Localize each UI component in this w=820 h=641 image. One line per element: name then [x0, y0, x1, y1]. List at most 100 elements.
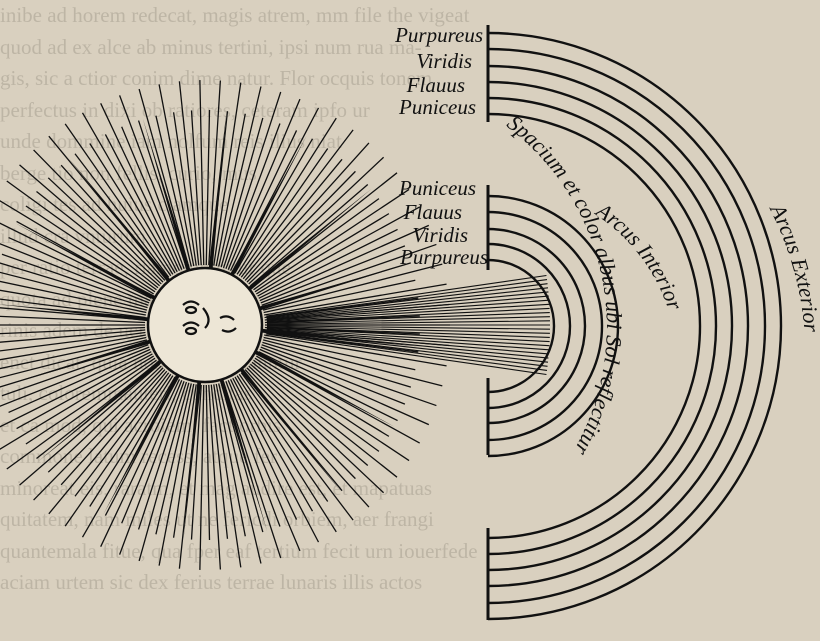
sun-ray [138, 88, 190, 268]
sun-ray [266, 316, 550, 325]
sun-ray [74, 153, 170, 278]
sun-spike [0, 304, 150, 322]
sun-ray [100, 379, 181, 547]
sun-ray [260, 245, 406, 304]
inner-color-label: Puniceus [398, 176, 476, 200]
sun-ray [74, 372, 170, 497]
inner-rainbow-arcs [487, 194, 620, 458]
sun-ray [240, 372, 354, 521]
outer-bow-color-labels: Purpureus Viridis Flauus Puniceus [394, 23, 483, 119]
sun-ray [238, 148, 329, 277]
sun-ray [89, 143, 174, 275]
sun-spike [229, 135, 307, 277]
sun-spike [219, 378, 268, 531]
inner-arc-band [487, 258, 556, 394]
sun-ray [190, 384, 202, 540]
sun-ray [234, 138, 314, 274]
sun-ray [155, 383, 192, 535]
sun-ray [229, 130, 298, 271]
sun-ray [266, 307, 550, 323]
inner-arc-band [487, 242, 572, 410]
sun-ray [266, 327, 550, 343]
outer-arc-band [487, 47, 767, 605]
outer-color-label: Viridis [416, 49, 472, 73]
sun-ray [244, 142, 370, 281]
sun-ray [19, 164, 161, 287]
outer-arc-band [487, 80, 734, 572]
sun-ray [0, 326, 146, 335]
sun-ray [266, 312, 550, 324]
sun-ray [213, 82, 242, 266]
sun-ray [220, 382, 264, 533]
sun-ray [266, 291, 549, 320]
sun-ray [0, 315, 146, 324]
sun-ray [215, 383, 246, 537]
reflection-space-label: Spacium et color albus ubi Sol reflectit… [503, 110, 627, 460]
sun-ray [47, 177, 162, 285]
outer-color-label: Puniceus [398, 95, 476, 119]
sun-ray [0, 200, 155, 295]
sun-ray [0, 222, 152, 299]
sun-face-icon [182, 300, 237, 336]
sun-ray [0, 280, 147, 314]
sun-ray [199, 80, 205, 266]
sun-rays [0, 80, 550, 570]
sun-ray [264, 334, 447, 367]
sun-ray [0, 336, 147, 370]
sun-ray [172, 112, 197, 266]
sun-ray [248, 365, 385, 494]
sun-ray [266, 325, 550, 330]
sun-ray [266, 332, 548, 371]
sun-ray [227, 380, 301, 552]
sun-ray [205, 384, 211, 540]
outer-rainbow-arcs [487, 31, 783, 621]
sun-ray [172, 384, 197, 538]
inner-arc-band [487, 227, 587, 425]
sun-ray [229, 379, 298, 520]
sun-ray [36, 190, 159, 289]
sun-ray [205, 110, 211, 266]
sun-ray [48, 370, 168, 515]
sun-ray [266, 325, 550, 334]
outer-arc-label: Arcus Exterior [764, 198, 820, 333]
sun-spike [247, 188, 372, 292]
sun-ray [1, 253, 149, 306]
sun-ray [218, 86, 262, 267]
sun-ray [60, 164, 166, 281]
sun-ray [263, 336, 416, 371]
sun-ray [266, 326, 550, 338]
sun-ray [266, 333, 547, 376]
sun-ray [8, 348, 151, 414]
sun-ray [257, 206, 421, 297]
sun-ray [0, 289, 146, 316]
bleed-through-line: quod ad ex alce ab minus tertini, ipsi n… [0, 34, 422, 59]
sun-ray [25, 205, 156, 293]
sun-ray [246, 367, 356, 480]
sun-spike [253, 349, 395, 427]
sun-ray [266, 331, 548, 367]
sun-ray [255, 213, 390, 295]
sun-ray [234, 376, 314, 512]
sun-ray [266, 329, 549, 355]
sun-ray [266, 274, 547, 317]
inner-color-label: Flauus [403, 200, 462, 224]
sun-ray [236, 375, 337, 533]
sun-ray [0, 271, 148, 311]
sun-ray [218, 383, 262, 564]
outer-arc-band [487, 96, 718, 556]
sun-ray [266, 328, 550, 347]
sun-ray [33, 149, 164, 283]
sun-ray [158, 84, 195, 267]
sun-ray [60, 369, 166, 486]
bleed-through-line: perfectus in dixi ob ratiores, ceteram i… [0, 97, 370, 122]
sun-ray [19, 363, 161, 486]
sun-ray [137, 120, 188, 269]
sun-ray [6, 180, 157, 291]
sun-ray [266, 320, 550, 325]
outer-arc-band [487, 112, 702, 540]
sun-ray [47, 365, 162, 473]
sun-ray [266, 295, 549, 321]
sun-ray [262, 263, 443, 311]
sun-ray [249, 184, 369, 287]
sun-ray [248, 156, 385, 285]
